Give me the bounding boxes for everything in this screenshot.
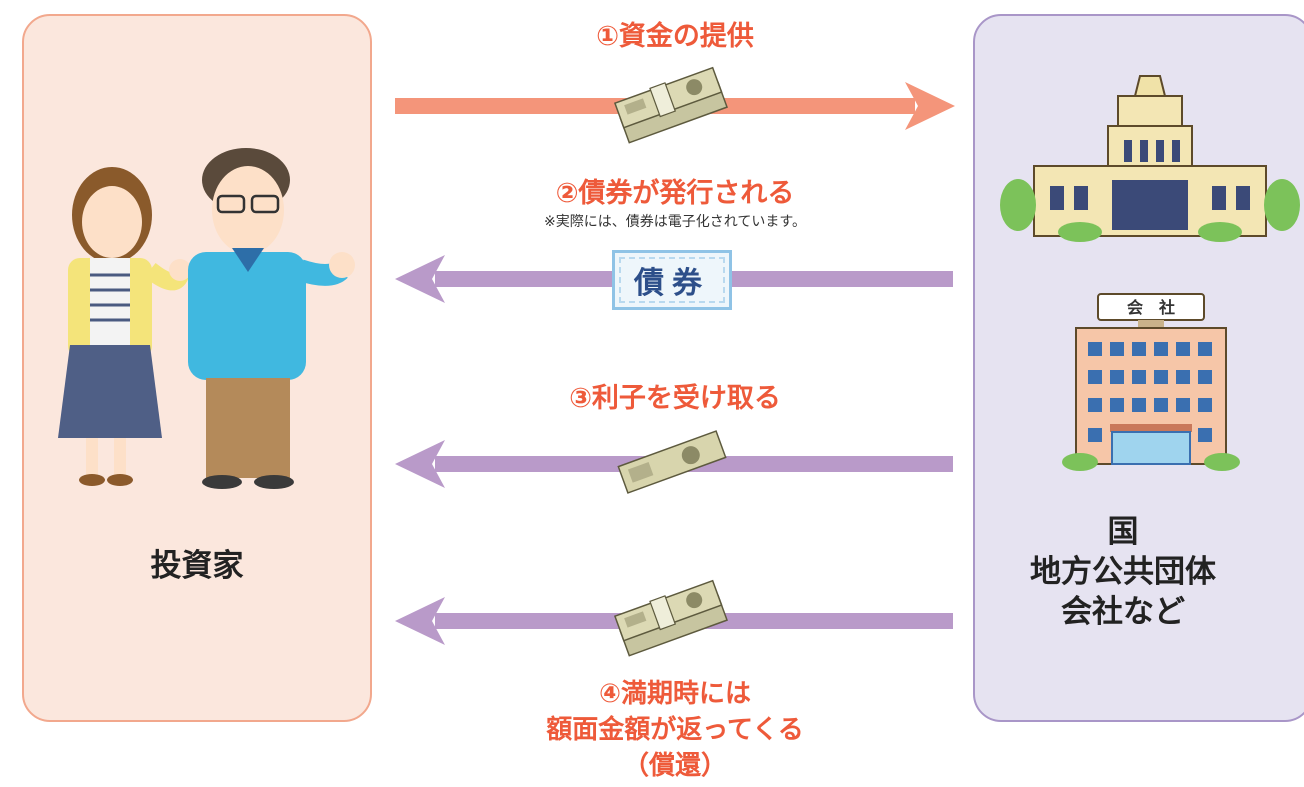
issuer-label: 国 地方公共団体 会社など xyxy=(973,512,1273,632)
yen-bill-icon xyxy=(617,430,727,494)
issuer-label-line: 会社など xyxy=(1061,594,1185,630)
yen-bundle-icon xyxy=(613,66,728,144)
step1-label: ①資金の提供 xyxy=(596,21,754,52)
step4-label: ④満期時には 額面金額が返ってくる （償還） xyxy=(395,676,955,784)
investor-label: 投資家 xyxy=(150,548,244,584)
step2-note: ※実際には、債券は電子化されています。 xyxy=(544,214,806,230)
investor-couple-illustration xyxy=(58,148,355,489)
bond-certificate-icon: 債券 xyxy=(612,250,732,310)
step2-label: ②債券が発行される xyxy=(555,178,795,209)
woman-figure xyxy=(58,167,191,486)
step3-label: ③利子を受け取る xyxy=(569,383,781,414)
step4-line: ④満期時には xyxy=(598,679,751,709)
national-diet-building-icon xyxy=(1000,75,1300,242)
issuer-label-line: 地方公共団体 xyxy=(1030,554,1216,590)
yen-bundle-icon xyxy=(613,579,728,657)
issuer-label-line: 国 xyxy=(1107,514,1139,550)
step4-line: （償還） xyxy=(622,751,727,781)
man-figure xyxy=(188,148,355,489)
company-sign-text: 会 社 xyxy=(1127,298,1175,317)
step4-line: 額面金額が返ってくる xyxy=(546,715,804,745)
company-building-icon: 会 社 xyxy=(1062,293,1240,471)
